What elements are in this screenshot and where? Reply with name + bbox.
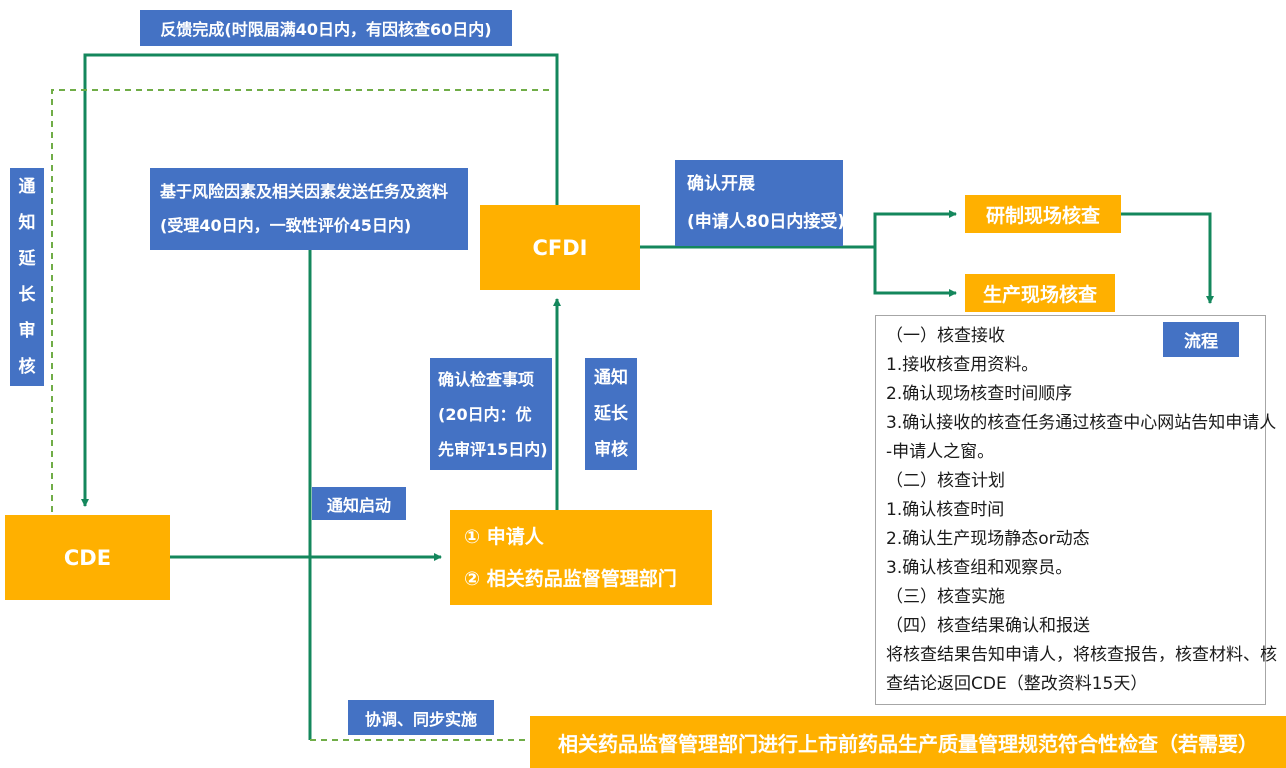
confirm-items-line3: 先审评15日内) bbox=[438, 439, 548, 459]
notify-extend-mid-line: 审核 bbox=[594, 440, 628, 460]
risk-task-line2: (受理40日内，一致性评价45日内) bbox=[160, 216, 412, 235]
panel-line: （四）核查结果确认和报送 bbox=[886, 616, 1090, 636]
notify-start-box: 通知启动 bbox=[312, 487, 406, 520]
confirm-launch-box: 确认开展 (申请人80日内接受) bbox=[675, 160, 846, 246]
connector-dashed-return bbox=[51, 89, 550, 512]
vertical-char: 核 bbox=[18, 357, 36, 377]
notify-extend-review-mid-box: 通知 延长 审核 bbox=[585, 358, 637, 470]
notify-extend-review-left-box: 通 知 延 长 审 核 bbox=[10, 168, 44, 386]
panel-line: 将核查结果告知申请人，将核查报告，核查材料、核 bbox=[886, 645, 1277, 665]
panel-line: 1.确认核查时间 bbox=[886, 500, 1005, 520]
connector-feedback-loop bbox=[81, 53, 559, 507]
risk-task-line1: 基于风险因素及相关因素发送任务及资料 bbox=[160, 182, 449, 201]
inspection-detail-panel: （一）核查接收 1.接收核查用资料。 2.确认现场核查时间顺序 3.确认接收的核… bbox=[875, 315, 1277, 705]
panel-line: （三）核查实施 bbox=[886, 587, 1005, 607]
panel-line: 2.确认生产现场静态or动态 bbox=[886, 529, 1090, 549]
vertical-char: 延 bbox=[18, 249, 36, 269]
connector-devsite-panel bbox=[1121, 212, 1214, 304]
prod-site-inspection-box: 生产现场核查 bbox=[965, 274, 1115, 312]
applicant-line2: ② 相关药品监督管理部门 bbox=[464, 567, 677, 590]
vertical-char: 长 bbox=[18, 285, 36, 305]
notify-extend-mid-line: 通知 bbox=[594, 368, 628, 388]
dev-site-inspection-box: 研制现场核查 bbox=[965, 195, 1121, 233]
confirm-launch-line2: (申请人80日内接受) bbox=[687, 212, 846, 232]
panel-line: 3.确认接收的核查任务通过核查中心网站告知申请人 bbox=[886, 413, 1277, 433]
panel-line: （一）核查接收 bbox=[886, 326, 1005, 346]
risk-factor-task-box: 基于风险因素及相关因素发送任务及资料 (受理40日内，一致性评价45日内) bbox=[150, 168, 468, 250]
notify-extend-mid-line: 延长 bbox=[594, 404, 628, 424]
panel-line: 3.确认核查组和观察员。 bbox=[886, 558, 1073, 578]
panel-line: 查结论返回CDE（整改资料15天） bbox=[886, 674, 1148, 694]
vertical-char: 知 bbox=[18, 213, 36, 233]
confirm-items-line2: (20日内：优 bbox=[438, 404, 532, 424]
bottom-gmp-banner: 相关药品监督管理部门进行上市前药品生产质量管理规范符合性检查（若需要） bbox=[530, 716, 1286, 768]
panel-line: 1.接收核查用资料。 bbox=[886, 355, 1039, 375]
panel-line: 2.确认现场核查时间顺序 bbox=[886, 384, 1073, 404]
vertical-char: 审 bbox=[18, 321, 36, 341]
cde-box: CDE bbox=[5, 515, 170, 600]
connector-cfdi-devsite bbox=[640, 210, 957, 249]
vertical-char: 通 bbox=[18, 177, 36, 197]
feedback-complete-box: 反馈完成(时限届满40日内，有因核查60日内) bbox=[140, 10, 512, 46]
confirm-items-box: 确认检查事项 (20日内：优 先审评15日内) bbox=[430, 358, 552, 470]
applicant-line1: ① 申请人 bbox=[464, 525, 544, 548]
panel-line: （二）核查计划 bbox=[886, 471, 1005, 491]
applicant-box: ① 申请人 ② 相关药品监督管理部门 bbox=[450, 510, 712, 605]
coordinate-sync-box: 协调、同步实施 bbox=[348, 700, 494, 735]
connector-cfdi-prodsite bbox=[873, 247, 957, 297]
confirm-launch-line1: 确认开展 bbox=[687, 174, 755, 194]
process-badge: 流程 bbox=[1163, 322, 1239, 357]
cfdi-box: CFDI bbox=[480, 205, 640, 290]
panel-line: -申请人之窗。 bbox=[886, 442, 995, 462]
confirm-items-line1: 确认检查事项 bbox=[438, 369, 535, 389]
